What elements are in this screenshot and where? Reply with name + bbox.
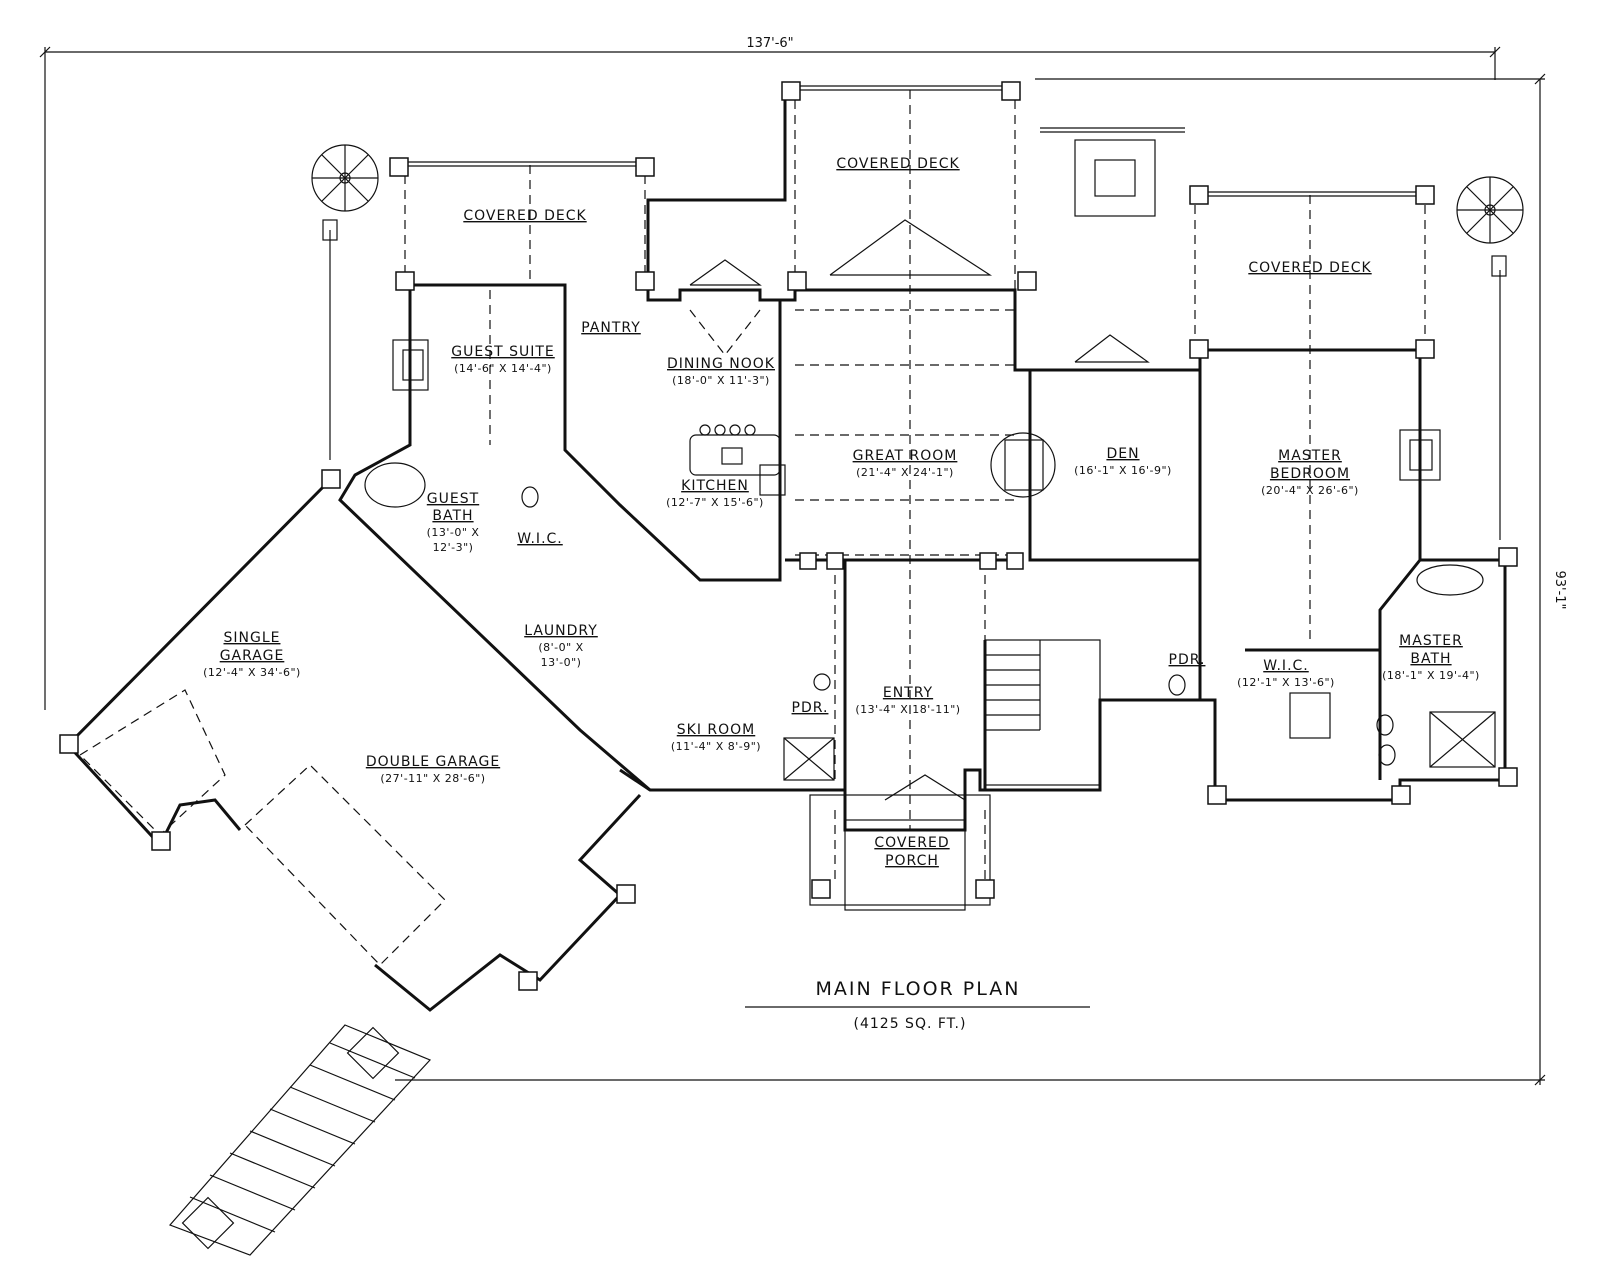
guest-wic-label: W.I.C. [517,531,563,547]
master-bedroom-label-line2: BEDROOM [1270,466,1350,482]
great-room-label: GREAT ROOM [853,448,958,464]
master-bedroom-label-line1: MASTER [1278,448,1342,464]
covered-deck-left-label: COVERED DECK [463,208,586,224]
laundry-label: LAUNDRY [524,623,598,639]
master-bath-size: (18'-1" X 19'-4") [1382,669,1480,682]
guest-bath-label-line1: GUEST [427,491,479,507]
garage-doors [79,689,446,966]
ski-room-label: SKI ROOM [677,722,756,738]
single-garage-label-line1: SINGLE [224,630,281,646]
spiral-stairs [311,144,1524,277]
double-garage-label: DOUBLE GARAGE [366,754,500,770]
driveway-pavers [168,1024,432,1256]
exterior-walls [65,88,1507,1012]
overall-width-dimension: 137'-6" [746,36,793,51]
master-wic-size: (12'-1" X 13'-6") [1237,676,1335,689]
overall-depth-dimension: 93'-1" [1552,570,1567,609]
kitchen-size: (12'-7" X 15'-6") [666,496,764,509]
entry-stair [984,639,1101,786]
covered-deck-right-label: COVERED DECK [1248,260,1371,276]
deck-rails [329,85,1501,540]
guest-bath-label-line2: BATH [432,508,473,524]
powder-right-label: PDR. [1169,652,1206,668]
powder-left-label: PDR. [792,700,829,716]
room-labels: COVERED DECK COVERED DECK COVERED DECK G… [203,156,1480,869]
guest-suite-size: (14'-6" X 14'-4") [454,362,552,375]
guest-bath-size-line1: (13'-0" X [427,526,480,539]
kitchen-label: KITCHEN [681,478,749,494]
master-bedroom-size: (20'-4" X 26'-6") [1261,484,1359,497]
posts [59,81,1518,991]
kitchen-island [689,424,786,496]
guest-bath-size-line2: 12'-3") [433,541,474,554]
den-size: (16'-1" X 16'-9") [1074,464,1172,477]
bath-fixtures [364,462,1496,781]
dining-nook-size: (18'-0" X 11'-3") [672,374,770,387]
single-garage-label-line2: GARAGE [220,648,285,664]
covered-porch-label-line1: COVERED [874,835,949,851]
den-label: DEN [1106,446,1139,462]
master-bath-label-line2: BATH [1410,651,1451,667]
entry-size: (13'-4" X 18'-11") [855,703,960,716]
guest-suite-label: GUEST SUITE [451,344,555,360]
roof-gables [689,219,1150,801]
single-garage-size: (12'-4" X 34'-6") [203,666,301,679]
ski-room-size: (11'-4" X 8'-9") [671,740,761,753]
master-bath-label-line1: MASTER [1399,633,1463,649]
covered-porch-outline [809,794,991,911]
fireplaces [392,339,1441,498]
covered-deck-center-label: COVERED DECK [836,156,959,172]
laundry-size-line2: 13'-0") [541,656,582,669]
title-block: MAIN FLOOR PLAN (4125 SQ. FT.) [745,978,1090,1032]
pantry-label: PANTRY [581,320,641,336]
great-room-size: (21'-4" X 24'-1") [856,466,954,479]
dining-nook-label: DINING NOOK [667,356,775,372]
skylight [1074,139,1156,217]
entry-label: ENTRY [883,685,933,701]
dimension-lines [39,46,1546,1086]
double-garage-size: (27'-11" X 28'-6") [380,772,485,785]
master-wic-label: W.I.C. [1263,658,1309,674]
plan-title: MAIN FLOOR PLAN [816,978,1021,1000]
covered-porch-label-line2: PORCH [885,853,939,869]
laundry-size-line1: (8'-0" X [538,641,583,654]
plan-area: (4125 SQ. FT.) [854,1016,967,1032]
